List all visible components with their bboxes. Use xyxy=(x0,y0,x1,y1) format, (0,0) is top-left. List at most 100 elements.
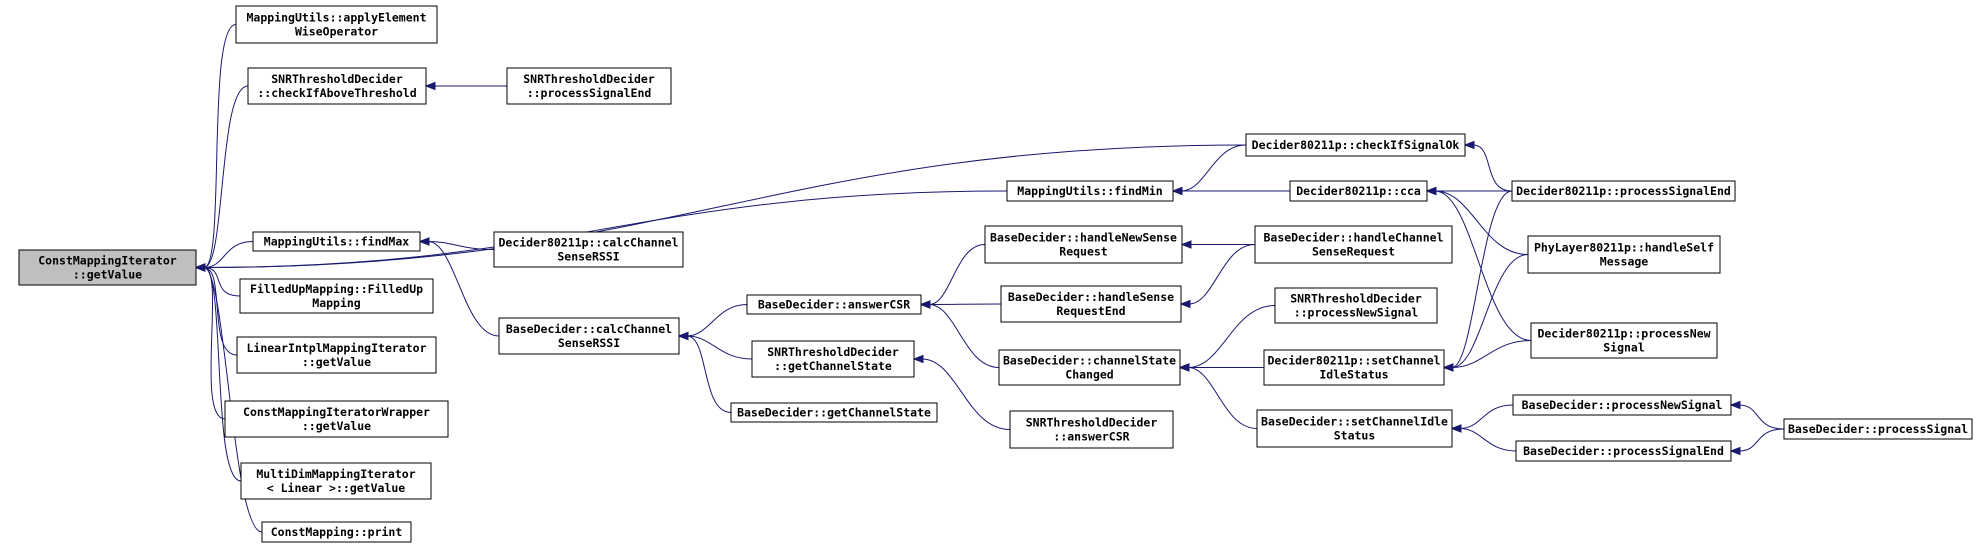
node-label-line: ConstMapping::print xyxy=(271,525,403,539)
edge-d80211-set-channel-idle-status-to-bd-channel-state-changed xyxy=(1178,363,1264,372)
node-label-line: BaseDecider::processSignalEnd xyxy=(1523,444,1724,458)
node-label-line: ::answerCSR xyxy=(1053,430,1129,444)
node-box xyxy=(235,5,438,44)
node-d80211-process-signal-end[interactable]: Decider80211p::processSignalEnd xyxy=(1511,180,1736,202)
node-label-line: Decider80211p::calcChannel xyxy=(498,236,678,250)
node-mu-find-min[interactable]: MappingUtils::findMin xyxy=(1006,180,1174,202)
node-bd-answer-csr[interactable]: BaseDecider::answerCSR xyxy=(746,294,922,315)
node-snr-answer-csr[interactable]: SNRThresholdDecider::answerCSR xyxy=(1009,410,1174,449)
edge-line xyxy=(928,303,1002,305)
node-bd-process-signal-end[interactable]: BaseDecider::processSignalEnd xyxy=(1515,440,1732,462)
edge-line xyxy=(1188,244,1256,305)
node-label-line: Status xyxy=(1334,429,1376,443)
node-cmi-get-value[interactable]: ConstMappingIterator::getValue xyxy=(18,249,197,286)
node-label-line: IdleStatus xyxy=(1319,368,1388,382)
edge-line xyxy=(1187,305,1276,368)
node-label-line: BaseDecider::calcChannel xyxy=(506,322,672,336)
node-label-line: FilledUpMapping::FilledUp xyxy=(250,282,423,296)
node-mdmi-get-value[interactable]: MultiDimMappingIterator< Linear >::getVa… xyxy=(240,462,432,500)
node-d80211-cca[interactable]: Decider80211p::cca xyxy=(1289,180,1428,202)
node-bd-get-channel-state[interactable]: BaseDecider::getChannelState xyxy=(730,402,938,423)
node-mu-find-max[interactable]: MappingUtils::findMax xyxy=(252,231,421,252)
edge-arrowhead xyxy=(1171,186,1183,196)
node-label-line: Message xyxy=(1600,255,1649,269)
edge-bd-get-channel-state-to-bd-calc-csrssi xyxy=(677,331,732,413)
edge-bd-process-signal-to-bd-process-signal-end xyxy=(1729,428,1785,456)
edge-line xyxy=(203,85,249,268)
node-cm-print[interactable]: ConstMapping::print xyxy=(261,521,412,543)
node-box xyxy=(998,349,1181,386)
node-bd-process-signal[interactable]: BaseDecider::processSignal xyxy=(1783,418,1973,440)
edge-cm-print-to-cmi-get-value xyxy=(194,263,263,533)
edge-d80211-process-signal-end-to-d80211-set-channel-idle-status xyxy=(1442,190,1513,372)
edge-d80211-process-new-signal-to-d80211-set-channel-idle-status xyxy=(1442,340,1532,372)
node-label-line: < Linear >::getValue xyxy=(267,481,406,495)
edge-line xyxy=(928,304,1000,368)
edge-arrowhead xyxy=(194,263,206,272)
node-box xyxy=(1245,133,1466,157)
node-box xyxy=(1274,287,1438,324)
node-label-line: BaseDecider::answerCSR xyxy=(758,298,910,312)
node-snr-process-signal-end[interactable]: SNRThresholdDecider::processSignalEnd xyxy=(506,67,672,105)
node-box xyxy=(1289,180,1428,202)
edge-line xyxy=(203,24,237,268)
edge-arrowhead xyxy=(1425,186,1437,196)
node-d80211-check-if-signal-ok[interactable]: Decider80211p::checkIfSignalOk xyxy=(1245,133,1466,157)
node-label-line: BaseDecider::handleNewSense xyxy=(990,231,1177,245)
node-box xyxy=(984,225,1183,264)
node-fum-filled-up-mapping[interactable]: FilledUpMapping::FilledUpMapping xyxy=(239,278,434,314)
node-label-line: MappingUtils::applyElement xyxy=(246,11,426,25)
edge-line xyxy=(203,144,1247,268)
node-box xyxy=(1530,322,1718,359)
edge-line xyxy=(1451,340,1532,368)
node-box xyxy=(746,294,922,315)
node-box xyxy=(506,67,672,105)
edge-bd-handle-channel-sense-request-to-bd-handle-new-sense-request xyxy=(1180,240,1255,249)
node-snr-get-channel-state[interactable]: SNRThresholdDecider::getChannelState xyxy=(751,340,915,378)
node-label-line: Signal xyxy=(1603,341,1645,355)
edge-line xyxy=(203,267,241,297)
edge-arrowhead xyxy=(424,81,436,91)
edge-d80211-cca-to-mu-find-min xyxy=(1171,186,1290,196)
node-label-line: BaseDecider::handleSense xyxy=(1008,290,1174,304)
node-cmiw-get-value[interactable]: ConstMappingIteratorWrapper::getValue xyxy=(224,400,449,438)
edge-arrowhead xyxy=(1463,140,1475,150)
node-snr-check-if-above[interactable]: SNRThresholdDecider::checkIfAboveThresho… xyxy=(247,67,427,105)
node-box xyxy=(1512,394,1732,416)
node-bd-process-new-signal[interactable]: BaseDecider::processNewSignal xyxy=(1512,394,1732,416)
edge-bd-process-signal-end-to-bd-set-channel-idle-status xyxy=(1450,424,1517,452)
node-label-line: ::getValue xyxy=(73,268,142,282)
node-label-line: ::checkIfAboveThreshold xyxy=(257,86,416,100)
edge-line xyxy=(921,358,1011,430)
node-label-line: BaseDecider::getChannelState xyxy=(737,406,931,420)
node-box xyxy=(730,402,938,423)
edge-bd-handle-channel-sense-request-to-bd-handle-sense-request-end xyxy=(1179,244,1256,309)
node-box xyxy=(240,462,432,500)
node-box xyxy=(1783,418,1973,440)
edge-line xyxy=(686,335,753,360)
node-d80211-process-new-signal[interactable]: Decider80211p::processNewSignal xyxy=(1530,322,1718,359)
edge-bd-answer-csr-to-bd-calc-csrssi xyxy=(677,304,748,341)
node-label-line: MultiDimMappingIterator xyxy=(256,467,415,481)
node-label-line: BaseDecider::processNewSignal xyxy=(1522,398,1723,412)
node-label-line: Mapping xyxy=(312,296,361,310)
node-snr-process-new-signal[interactable]: SNRThresholdDecider::processNewSignal xyxy=(1274,287,1438,324)
edge-line xyxy=(928,244,986,305)
node-limi-get-value[interactable]: LinearIntplMappingIterator::getValue xyxy=(236,336,437,374)
node-label-line: SNRThresholdDecider xyxy=(767,345,899,359)
node-label-line: SenseRequest xyxy=(1312,245,1395,259)
node-box xyxy=(261,521,412,543)
edge-line xyxy=(686,335,732,413)
edge-snr-process-new-signal-to-bd-channel-state-changed xyxy=(1178,305,1276,372)
